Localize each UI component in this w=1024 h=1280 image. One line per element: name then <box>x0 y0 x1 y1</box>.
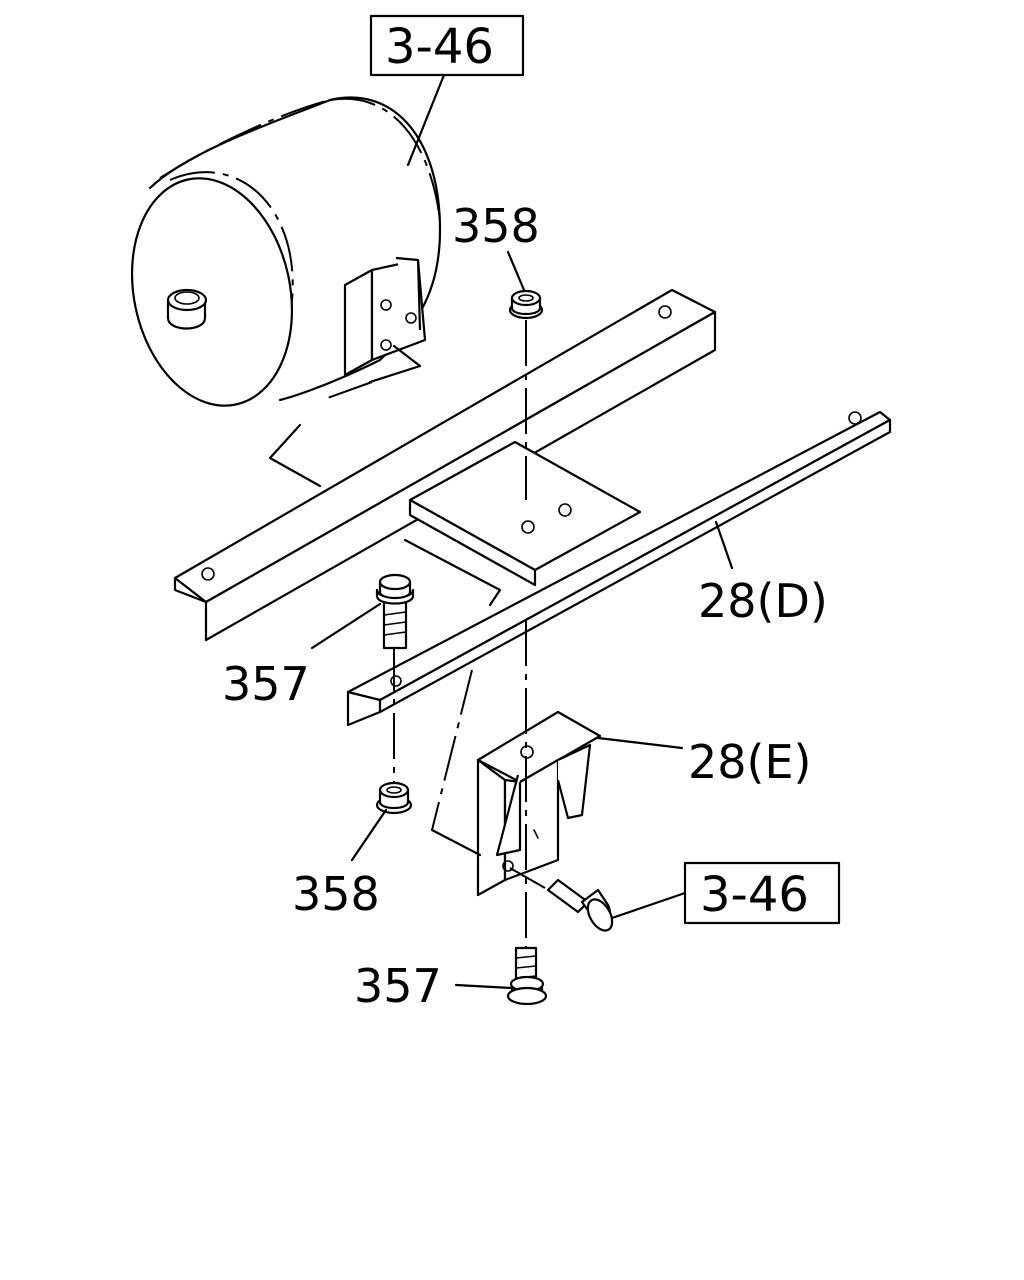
ref-box-top <box>369 14 525 77</box>
leader-nut-left <box>350 808 388 862</box>
label-ref-top: 3-46 <box>385 19 494 75</box>
leader-bracket-d <box>714 520 734 570</box>
label-bolt-left: 357 <box>222 657 310 711</box>
label-nut-left: 358 <box>292 867 380 921</box>
leader-nut-top <box>506 250 526 292</box>
flange-nut-358-left <box>375 781 413 815</box>
air-tank <box>130 96 442 407</box>
flange-bolt-357-left <box>375 573 415 650</box>
leader-bracket-e <box>596 736 684 750</box>
flange-nut-358-top <box>508 289 544 320</box>
centerline-bracket-side <box>431 669 473 831</box>
tank-bracket <box>343 256 427 377</box>
label-bracket-e: 28(E) <box>688 735 812 789</box>
mount-plane-outline <box>268 423 322 488</box>
drain-plug <box>166 288 208 330</box>
bracket-28d-lower-rail <box>346 410 892 727</box>
leader-ref-bottom <box>610 891 687 920</box>
ref-box-bottom <box>683 861 841 925</box>
leader-bolt-bottom <box>454 983 514 990</box>
bracket-28e <box>476 710 602 897</box>
label-bracket-d: 28(D) <box>698 574 828 628</box>
label-bolt-bottom: 357 <box>354 959 442 1013</box>
bracket-side-leader <box>430 828 482 857</box>
flange-bolt-side <box>509 867 614 932</box>
leader-ref-top <box>406 73 446 167</box>
flange-bolt-357-bottom <box>506 946 548 1006</box>
label-ref-bottom: 3-46 <box>700 867 809 923</box>
leader-bolt-left <box>310 602 382 650</box>
cross-plate <box>403 440 642 607</box>
label-nut-top: 358 <box>452 199 540 253</box>
